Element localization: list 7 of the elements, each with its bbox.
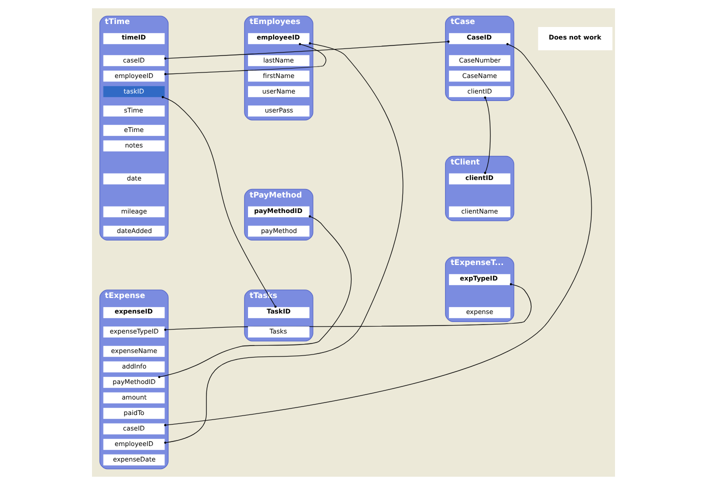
connector bbox=[164, 43, 592, 426]
connector bbox=[162, 96, 277, 308]
connector bbox=[164, 40, 450, 60]
connector bbox=[484, 96, 491, 174]
connector bbox=[158, 215, 352, 378]
connector bbox=[164, 42, 404, 444]
connector bbox=[164, 42, 326, 76]
